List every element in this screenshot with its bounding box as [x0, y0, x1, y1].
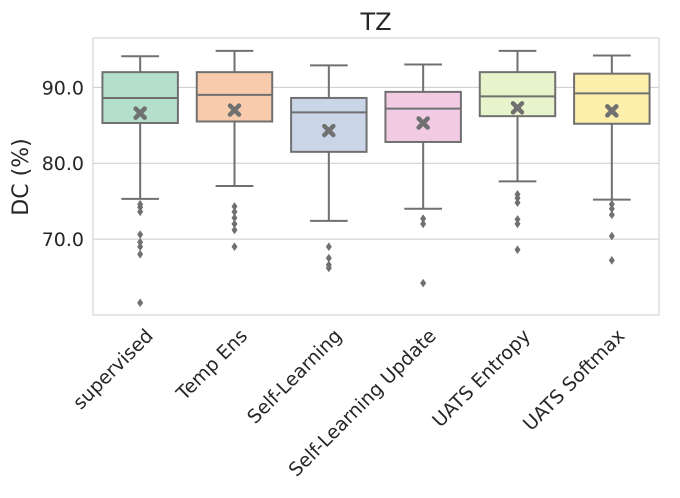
outlier-point — [231, 213, 238, 223]
x-tick-label: supervised — [69, 325, 158, 414]
outlier-point — [231, 207, 238, 217]
plot-frame — [92, 37, 660, 316]
y-tick-label: 70.0 — [42, 229, 84, 251]
outlier-point — [325, 242, 332, 251]
outlier-point — [514, 219, 521, 229]
outlier-point — [420, 214, 427, 223]
chart-title: TZ — [359, 8, 391, 36]
outlier-point — [137, 298, 144, 308]
outlier-point — [137, 237, 144, 247]
outlier-point — [137, 230, 144, 239]
outlier-point — [608, 256, 615, 265]
outlier-point — [137, 249, 144, 259]
x-tick-label: Self-Learning — [243, 325, 346, 428]
outlier-point — [420, 219, 427, 229]
box-group — [478, 49, 557, 255]
outlier-point — [420, 278, 427, 288]
y-axis-ticks: 70.0 80.0 90.0 — [42, 77, 84, 251]
outlier-point — [137, 202, 144, 212]
outlier-point — [137, 207, 144, 217]
boxes — [101, 49, 651, 308]
mean-marker — [322, 123, 336, 138]
outlier-point — [231, 225, 238, 235]
box-iqr — [195, 71, 274, 123]
outlier-point — [608, 199, 615, 209]
y-tick-label: 90.0 — [42, 77, 84, 99]
outlier-point — [514, 193, 521, 203]
box-iqr — [384, 90, 462, 143]
box-group — [101, 55, 179, 308]
mean-marker — [416, 116, 430, 130]
box-iqr — [478, 71, 557, 118]
outlier-point — [514, 215, 521, 224]
box-group — [384, 63, 462, 288]
y-axis-label: DC (%) — [9, 138, 34, 215]
box-group — [195, 49, 274, 251]
outlier-point — [325, 253, 332, 263]
gridlines — [93, 86, 659, 240]
box-iqr — [573, 72, 651, 125]
box-group — [573, 54, 651, 265]
x-tick-label: UATS Entropy — [428, 325, 535, 432]
mean-marker — [605, 104, 619, 118]
outlier-point — [608, 210, 615, 220]
x-tick-label: Temp Ens — [172, 325, 252, 405]
mean-marker — [227, 103, 242, 117]
outlier-point — [514, 245, 521, 255]
y-tick-label: 80.0 — [42, 153, 84, 175]
box-group — [290, 64, 368, 273]
outlier-point — [231, 242, 238, 251]
outlier-point — [231, 202, 238, 211]
box-iqr — [290, 96, 368, 153]
outlier-point — [325, 263, 332, 273]
outlier-point — [608, 231, 615, 241]
x-tick-label: UATS Softmax — [519, 325, 629, 435]
outlier-point — [137, 242, 144, 251]
outlier-point — [608, 204, 615, 214]
mean-marker — [133, 106, 147, 120]
outlier-point — [514, 198, 521, 207]
mean-marker — [510, 101, 525, 115]
outlier-point — [231, 219, 238, 229]
